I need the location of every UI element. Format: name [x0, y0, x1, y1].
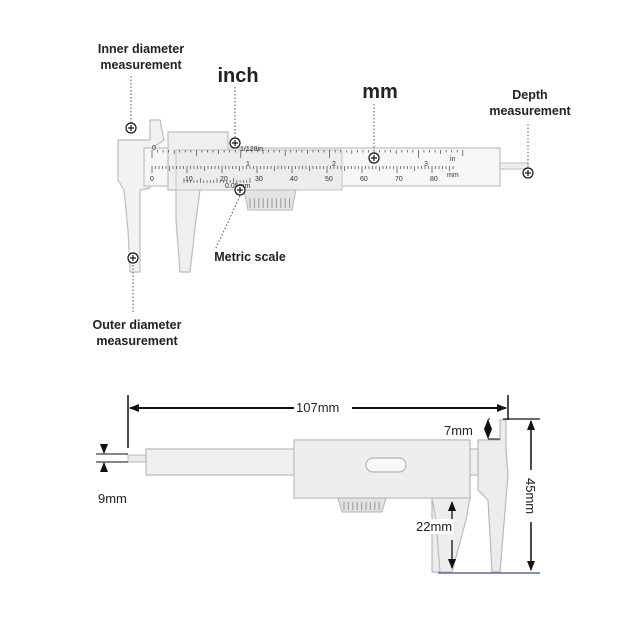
vernier-slider: [175, 149, 343, 191]
fixed-jaw: [117, 119, 165, 273]
mm-unit-label: mm: [447, 172, 459, 179]
side-depth-rod: [127, 454, 149, 463]
outer-diameter-label: Outer diameter measurement: [92, 318, 182, 348]
thumb-wheel: [243, 189, 297, 211]
metric-scale-label: Metric scale: [214, 250, 286, 264]
mm-marker: [368, 152, 380, 164]
mm-mark-10: 10: [185, 176, 193, 183]
inch-resolution-label: 1/128in: [240, 146, 263, 153]
mm-mark-60: 60: [360, 176, 368, 183]
inner-diameter-label: Inner diameter measurement: [97, 42, 185, 72]
inch-marker: [229, 137, 241, 149]
inch-mark-1: 1: [246, 161, 250, 168]
jaw-top-dimension: 7mm: [442, 423, 475, 438]
depth-rod: [499, 162, 529, 170]
mm-label: mm: [362, 81, 398, 103]
inch-mark-2: 2: [332, 161, 336, 168]
slot: [365, 457, 407, 473]
depth-marker: [522, 167, 534, 179]
inch-mark-3: 3: [424, 161, 428, 168]
mm-mark-30: 30: [255, 176, 263, 183]
inch-mark-0: 0: [152, 145, 156, 152]
side-fixed-jaw: [477, 419, 509, 573]
inch-unit-label: in: [450, 156, 456, 163]
mm-mark-40: 40: [290, 176, 298, 183]
beam-thickness-dimension: 9mm: [96, 491, 129, 506]
inner-diameter-marker: [125, 122, 137, 134]
mm-mark-70: 70: [395, 176, 403, 183]
metric-scale-marker: [234, 184, 246, 196]
mm-mark-80: 80: [430, 176, 438, 183]
outer-diameter-marker: [127, 252, 139, 264]
height-dimension: 45mm: [523, 476, 538, 517]
mm-mark-20: 20: [220, 176, 228, 183]
mm-mark-0: 0: [150, 176, 154, 183]
depth-label: Depth measurement: [489, 88, 571, 118]
jaw-inner-dimension: 22mm: [414, 519, 455, 534]
length-dimension: 107mm: [294, 400, 342, 415]
inch-label: inch: [217, 65, 259, 87]
caliper-side-view: [96, 395, 540, 574]
mm-mark-50: 50: [325, 176, 333, 183]
